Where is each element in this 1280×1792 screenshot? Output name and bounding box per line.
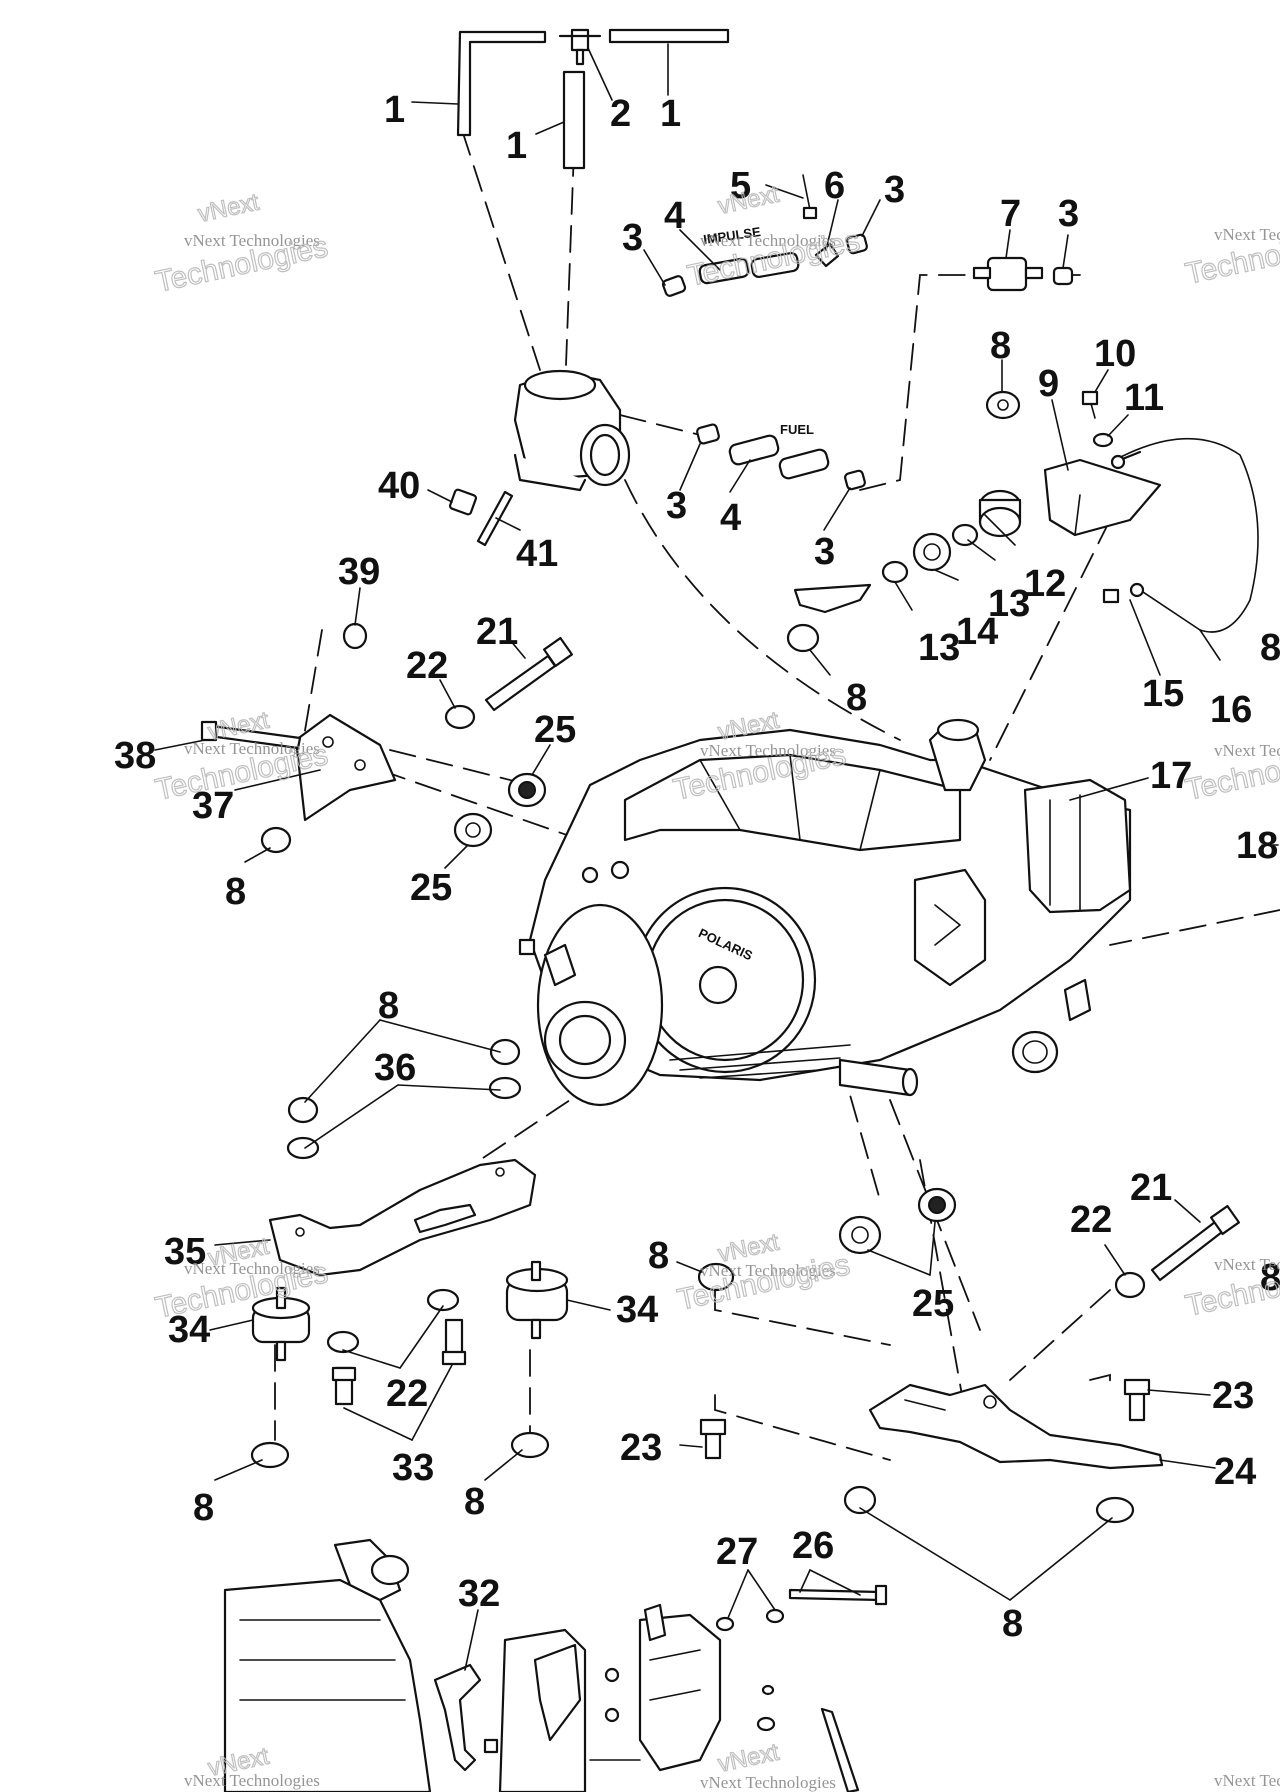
callout-23: 23 xyxy=(620,1427,662,1469)
callout-5: 5 xyxy=(730,165,751,207)
callout-13: 13 xyxy=(988,583,1030,625)
callout-25: 25 xyxy=(912,1283,954,1325)
callout-25: 25 xyxy=(410,867,452,909)
callout-2: 2 xyxy=(610,93,631,135)
watermark: vNext Technologies xyxy=(1214,1771,1280,1790)
callout-41: 41 xyxy=(516,533,558,575)
watermark-text: vNext Technologies xyxy=(184,1771,320,1790)
callout-24: 24 xyxy=(1214,1451,1256,1493)
callout-1: 1 xyxy=(660,93,681,135)
callout-33: 33 xyxy=(392,1447,434,1489)
callout-25: 25 xyxy=(534,709,576,751)
callout-35: 35 xyxy=(164,1231,206,1273)
callout-16: 16 xyxy=(1210,689,1252,731)
callout-3: 3 xyxy=(666,485,687,527)
callout-9: 9 xyxy=(1038,363,1059,405)
callout-36: 36 xyxy=(374,1047,416,1089)
callout-38: 38 xyxy=(114,735,156,777)
callout-8: 8 xyxy=(378,985,399,1027)
assembly-lines xyxy=(274,129,1280,1461)
parts: POLARIS xyxy=(200,28,1259,1792)
rubber-mount-right xyxy=(505,1260,569,1340)
callout-15: 15 xyxy=(1142,673,1184,715)
callout-34: 34 xyxy=(168,1309,210,1351)
fuel-hose-tag: FUEL xyxy=(780,422,814,437)
watermark-text: vNext Technologies xyxy=(1214,225,1280,244)
callout-3: 3 xyxy=(622,217,643,259)
callout-8: 8 xyxy=(648,1235,669,1277)
watermark: vNext Technologies Technologies xyxy=(1182,738,1280,808)
callout-21: 21 xyxy=(476,611,518,653)
watermark-text: vNext Technologies xyxy=(700,231,836,250)
watermark-text: vNext Technologies xyxy=(700,741,836,760)
callout-13: 13 xyxy=(918,627,960,669)
watermark: vNext vNext Technologies Technologies xyxy=(152,188,331,299)
watermark-text: vNext Technologies xyxy=(700,1773,836,1792)
callout-34: 34 xyxy=(616,1289,658,1331)
watermark-text: vNext Technologies xyxy=(700,1261,836,1280)
watermark-text: vNext Technologies xyxy=(184,231,320,250)
callout-7: 7 xyxy=(1000,193,1021,235)
callout-37: 37 xyxy=(192,785,234,827)
watermark: vNext vNext Technologies xyxy=(700,1738,836,1792)
callout-3: 3 xyxy=(1058,193,1079,235)
watermark-logo: vNext xyxy=(716,1739,782,1778)
watermark: vNext vNext Technologies Technologies xyxy=(674,1228,853,1317)
callout-10: 10 xyxy=(1094,333,1136,375)
lower-assembly xyxy=(223,1538,722,1792)
callout-1: 1 xyxy=(506,125,527,167)
watermark-text: vNext Technologies xyxy=(1214,1771,1280,1790)
callout-27: 27 xyxy=(716,1531,758,1573)
callout-32: 32 xyxy=(458,1573,500,1615)
callout-1: 1 xyxy=(384,89,405,131)
callout-23: 23 xyxy=(1212,1375,1254,1417)
callout-14: 14 xyxy=(956,611,998,653)
callout-8: 8 xyxy=(225,871,246,913)
leader-lines xyxy=(154,43,1279,1671)
callout-8: 8 xyxy=(990,325,1011,367)
watermark-text: vNext Technologies xyxy=(184,1259,320,1278)
callout-39: 39 xyxy=(338,551,380,593)
watermark-logo: vNext xyxy=(196,189,262,228)
callout-21: 21 xyxy=(1130,1167,1172,1209)
callout-8: 8 xyxy=(464,1481,485,1523)
callout-3: 3 xyxy=(884,169,905,211)
callout-22: 22 xyxy=(386,1373,428,1415)
watermark: vNext Technologies Technologies xyxy=(1182,222,1280,292)
callout-6: 6 xyxy=(824,165,845,207)
callout-18: 18 xyxy=(1236,825,1278,867)
callout-40: 40 xyxy=(378,465,420,507)
callout-8: 8 xyxy=(1002,1603,1023,1645)
callout-11: 11 xyxy=(1124,377,1164,419)
callout-3: 3 xyxy=(814,531,835,573)
callout-8: 8 xyxy=(1260,1257,1280,1299)
watermark-text: vNext Technologies xyxy=(1214,1255,1280,1274)
watermark-text: vNext Technologies xyxy=(1214,741,1280,760)
callout-8: 8 xyxy=(1260,627,1280,669)
watermark-logo: vNext xyxy=(716,181,782,220)
callout-8: 8 xyxy=(193,1487,214,1529)
callout-4: 4 xyxy=(664,195,685,237)
callout-8: 8 xyxy=(846,677,867,719)
callouts: 1 1 1 2 3 3 3 3 3 4 4 5 6 7 8 8 8 8 8 8 … xyxy=(114,89,1280,1645)
callout-22: 22 xyxy=(1070,1199,1112,1241)
callout-26: 26 xyxy=(792,1525,834,1567)
engine-block: POLARIS xyxy=(518,718,1132,1107)
callout-4: 4 xyxy=(720,497,741,539)
callout-22: 22 xyxy=(406,645,448,687)
callout-12: 12 xyxy=(1024,563,1066,605)
callout-17: 17 xyxy=(1150,755,1192,797)
watermark-text: vNext Technologies xyxy=(184,739,320,758)
rubber-mount-left xyxy=(251,1286,311,1362)
watermark: vNext Technologies Technologies xyxy=(1182,1254,1280,1324)
